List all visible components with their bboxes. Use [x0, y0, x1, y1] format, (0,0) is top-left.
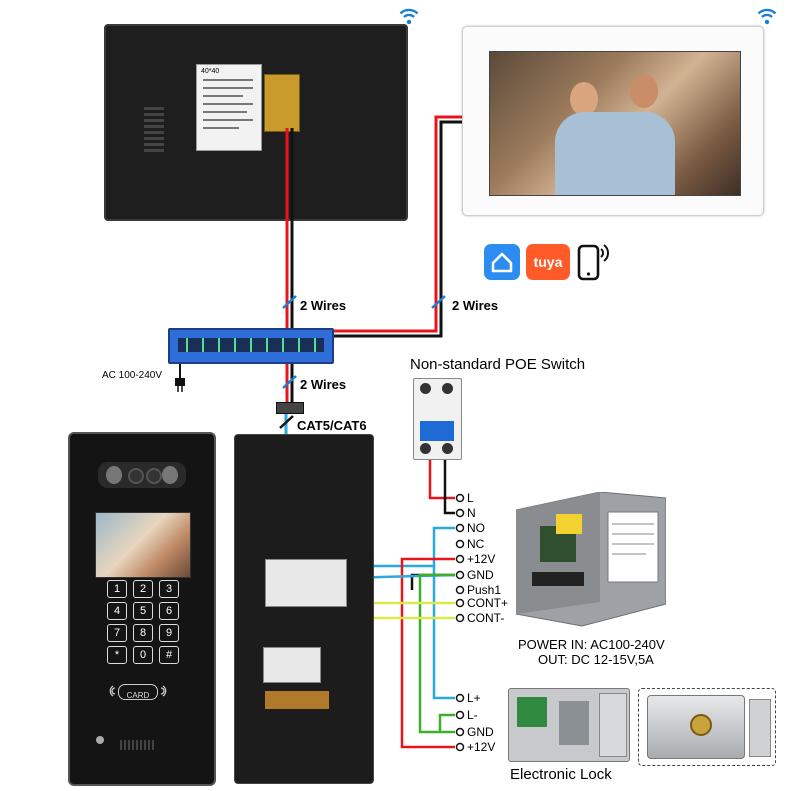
lock-open-view — [508, 688, 630, 762]
wire-black — [330, 120, 462, 338]
indoor-monitor-front — [462, 26, 764, 216]
door-station-speaker — [120, 740, 156, 750]
poe-switch — [168, 328, 334, 364]
key-6[interactable]: 6 — [159, 602, 179, 620]
wifi-icon — [757, 8, 777, 25]
monitor-connector — [264, 74, 300, 132]
wire-red — [400, 557, 455, 749]
power-supply — [515, 491, 667, 628]
terminal-label: L+ — [467, 691, 481, 705]
key-5[interactable]: 5 — [133, 602, 153, 620]
rfid-right-icon — [160, 685, 167, 697]
keypad: 1 2 3 4 5 6 7 8 9 * 0 # — [107, 580, 179, 664]
terminal-label: GND — [467, 725, 494, 739]
terminal-label: CONT+ — [467, 596, 509, 610]
card-reader[interactable]: CARD — [118, 684, 158, 700]
door-station: 1 2 3 4 5 6 7 8 9 * 0 # CARD — [68, 432, 216, 786]
rfid-left-icon — [109, 685, 116, 697]
sticker-text: 40*40 — [201, 68, 220, 75]
key-2[interactable]: 2 — [133, 580, 153, 598]
door-station-back — [234, 434, 374, 784]
lock-closed-view — [638, 688, 776, 766]
power-plug — [175, 378, 185, 386]
monitor-screen-photo — [489, 51, 741, 196]
power-input-label: POWER IN: AC100-240V — [518, 637, 665, 652]
smart-home-icon — [484, 244, 520, 280]
terminal-label: GND — [467, 568, 494, 582]
wire-black — [443, 452, 455, 515]
phone-wifi-icon — [577, 244, 609, 281]
terminal-label: +12V — [467, 552, 496, 566]
monitor-sticker: 40*40 — [196, 64, 262, 151]
cable-label: CAT5/CAT6 — [297, 418, 367, 433]
switch-title: Non-standard POE Switch — [410, 356, 586, 373]
tuya-icon: tuya — [526, 244, 570, 280]
key-7[interactable]: 7 — [107, 624, 127, 642]
wire-blue — [432, 566, 455, 700]
lock-title: Electronic Lock — [510, 766, 612, 783]
card-reader-label: CARD — [126, 691, 150, 700]
wire-label: 2 Wires — [452, 298, 499, 313]
wire-red — [330, 115, 462, 333]
wire-green — [418, 573, 455, 734]
outdoor-cable-adapter — [276, 402, 304, 414]
terminal-label: N — [467, 506, 476, 520]
terminal-label: L — [467, 491, 474, 505]
terminal-label: L- — [467, 708, 478, 722]
power-output-label: OUT: DC 12-15V,5A — [538, 652, 654, 667]
switch-power-label: AC 100-240V — [102, 370, 163, 381]
monitor-vent — [144, 104, 164, 154]
key-3[interactable]: 3 — [159, 580, 179, 598]
wire-label: 2 Wires — [300, 298, 347, 313]
indoor-monitor-back: 40*40 — [104, 24, 408, 221]
key-4[interactable]: 4 — [107, 602, 127, 620]
key-hash[interactable]: # — [159, 646, 179, 664]
key-9[interactable]: 9 — [159, 624, 179, 642]
key-8[interactable]: 8 — [133, 624, 153, 642]
terminal-label: Push1 — [467, 583, 502, 597]
terminal-label: +12V — [467, 740, 496, 754]
wire-label: 2 Wires — [300, 377, 347, 392]
key-1[interactable]: 1 — [107, 580, 127, 598]
key-star[interactable]: * — [107, 646, 127, 664]
terminal-label: NC — [467, 537, 485, 551]
wifi-icon — [399, 8, 419, 25]
wire-green — [438, 713, 455, 732]
terminal-label: NO — [467, 521, 485, 535]
key-0[interactable]: 0 — [133, 646, 153, 664]
wire-red — [428, 452, 455, 500]
door-station-light — [96, 736, 104, 744]
camera-module — [98, 462, 186, 488]
tuya-text: tuya — [533, 254, 563, 270]
terminal-label: CONT- — [467, 611, 505, 625]
door-station-screen — [95, 512, 191, 578]
circuit-breaker — [413, 378, 462, 460]
